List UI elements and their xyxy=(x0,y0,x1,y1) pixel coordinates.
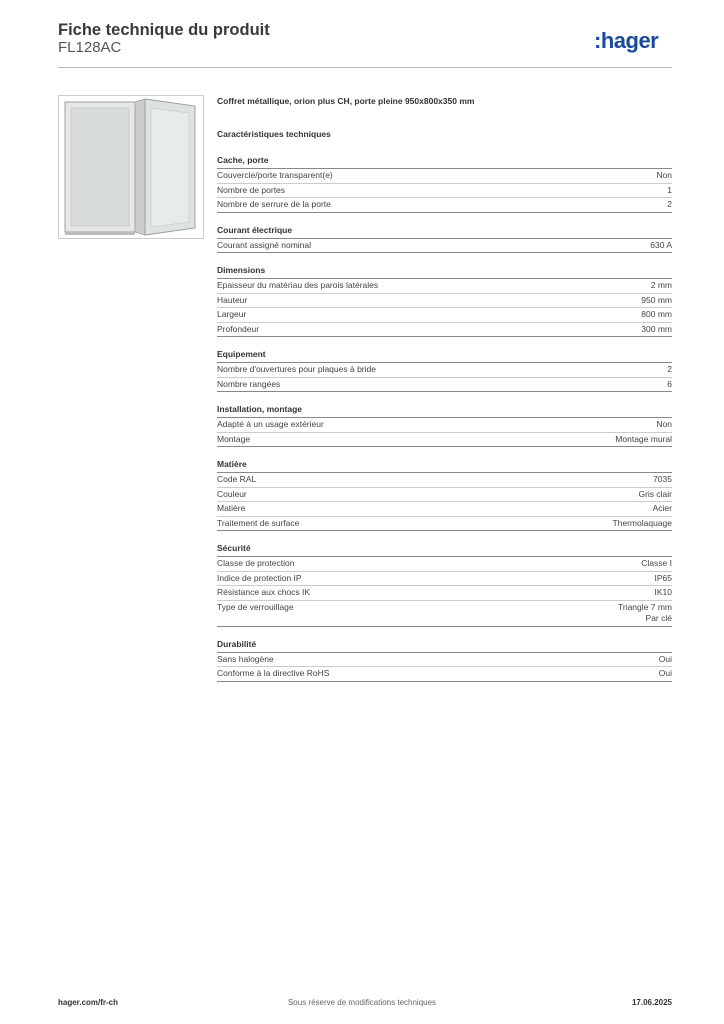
spec-row: Largeur 800 mm xyxy=(217,308,672,323)
spec-row: Epaisseur du matériau des parois latéral… xyxy=(217,279,672,294)
spec-value: Classe I xyxy=(641,558,672,568)
spec-value: Gris clair xyxy=(638,488,672,499)
spec-value: 2 xyxy=(667,199,672,209)
spec-value: Non xyxy=(656,170,672,180)
spec-row: Adapté à un usage extérieur Non xyxy=(217,418,672,433)
spec-row: Montage Montage mural xyxy=(217,433,672,447)
section-title: Courant électrique xyxy=(217,225,672,239)
spec-value: 7035 xyxy=(653,474,672,484)
spec-value: 300 mm xyxy=(641,323,672,334)
spec-value: Oui xyxy=(658,668,672,678)
spec-label: Largeur xyxy=(217,309,247,319)
spec-label: Nombre de portes xyxy=(217,184,286,195)
spec-label: Conforme à la directive RoHS xyxy=(217,668,330,678)
footer-website: hager.com/fr-ch xyxy=(58,998,119,1007)
spec-row: Sans halogène Oui xyxy=(217,653,672,667)
spec-row: Nombre rangées 6 xyxy=(217,378,672,392)
spec-row: Type de verrouillage Triangle 7 mm Par cl… xyxy=(217,601,672,627)
spec-value: Non xyxy=(656,419,672,429)
spec-value: Montage mural xyxy=(615,433,672,444)
spec-value: Triangle 7 mm Par clé xyxy=(617,601,672,624)
spec-label: Indice de protection IP xyxy=(217,572,302,583)
spec-value: 800 mm xyxy=(641,309,672,319)
spec-row: Couleur Gris clair xyxy=(217,488,672,502)
spec-value: 630 A xyxy=(650,239,672,250)
section-title: Cache, porte xyxy=(217,155,672,169)
spec-label: Sans halogène xyxy=(217,653,274,664)
spec-content: Coffret métallique, orion plus CH, porte… xyxy=(217,95,672,682)
section-title: Installation, montage xyxy=(217,404,672,418)
logo-text: hager xyxy=(600,28,659,53)
spec-row: Indice de protection IP IP65 xyxy=(217,572,673,586)
spec-row: Nombre de portes 1 xyxy=(217,184,672,198)
logo-dots: : xyxy=(594,28,601,53)
spec-value: Oui xyxy=(658,653,672,664)
spec-row: Hauteur 950 mm xyxy=(217,294,672,308)
section-title: Dimensions xyxy=(217,265,672,279)
spec-label: Nombre de serrure de la porte xyxy=(217,199,331,209)
spec-value: 2 xyxy=(667,364,672,374)
spec-row: Nombre de serrure de la porte 2 xyxy=(217,198,672,213)
spec-value: Thermolaquage xyxy=(612,517,672,528)
enclosure-cabinet-image xyxy=(58,95,204,239)
spec-label: Montage xyxy=(217,433,251,444)
spec-label: Classe de protection xyxy=(217,558,295,568)
spec-label: Couvercle/porte transparent(e) xyxy=(217,170,333,180)
spec-value: 6 xyxy=(667,378,672,389)
spec-value: IK10 xyxy=(654,587,673,597)
spec-label: Epaisseur du matériau des parois latéral… xyxy=(217,280,379,290)
spec-row: Nombre d'ouvertures pour plaques à bride… xyxy=(217,363,672,378)
spec-value: 1 xyxy=(667,184,672,195)
product-reference: FL128AC xyxy=(58,39,122,56)
spec-row: Matière Acier xyxy=(217,502,672,517)
spec-value: 950 mm xyxy=(641,294,672,305)
spec-label: Code RAL xyxy=(217,474,257,484)
spec-label: Courant assigné nominal xyxy=(217,239,312,250)
section-title: Matière xyxy=(217,459,672,473)
section-title: Equipement xyxy=(217,349,672,363)
spec-value: Acier xyxy=(652,503,672,513)
page-title: Fiche technique du produit xyxy=(58,21,270,39)
spec-row: Couvercle/porte transparent(e) Non xyxy=(217,169,672,184)
spec-row: Résistance aux chocs IK IK10 xyxy=(217,586,672,601)
spec-label: Nombre rangées xyxy=(217,378,281,389)
specs-heading: Caractéristiques techniques xyxy=(217,129,331,139)
spec-label: Traitement de surface xyxy=(217,517,300,528)
spec-label: Adapté à un usage extérieur xyxy=(217,419,324,429)
footer-date: 17.06.2025 xyxy=(631,998,672,1007)
spec-row: Courant assigné nominal 630 A xyxy=(217,239,672,253)
spec-row: Code RAL 7035 xyxy=(217,473,672,488)
spec-label: Nombre d'ouvertures pour plaques à bride xyxy=(217,364,376,374)
spec-value: IP65 xyxy=(654,572,673,583)
section-title: Sécurité xyxy=(217,543,672,557)
section-title: Durabilité xyxy=(217,639,672,653)
spec-row: Profondeur 300 mm xyxy=(217,323,672,337)
spec-label: Hauteur xyxy=(217,294,248,305)
spec-label: Profondeur xyxy=(217,323,260,334)
hager-logo: :hager xyxy=(594,28,659,54)
spec-label: Matière xyxy=(217,503,246,513)
spec-row: Conforme à la directive RoHS Oui xyxy=(217,667,672,682)
footer-notice: Sous réserve de modifications techniques xyxy=(287,998,437,1007)
spec-label: Type de verrouillage xyxy=(217,601,294,612)
spec-row: Traitement de surface Thermolaquage xyxy=(217,517,672,531)
spec-label: Résistance aux chocs IK xyxy=(217,587,311,597)
product-description: Coffret métallique, orion plus CH, porte… xyxy=(217,96,475,106)
spec-row: Classe de protection Classe I xyxy=(217,557,672,572)
spec-label: Couleur xyxy=(217,488,247,499)
header-divider xyxy=(58,67,672,68)
spec-value: 2 mm xyxy=(650,280,672,290)
